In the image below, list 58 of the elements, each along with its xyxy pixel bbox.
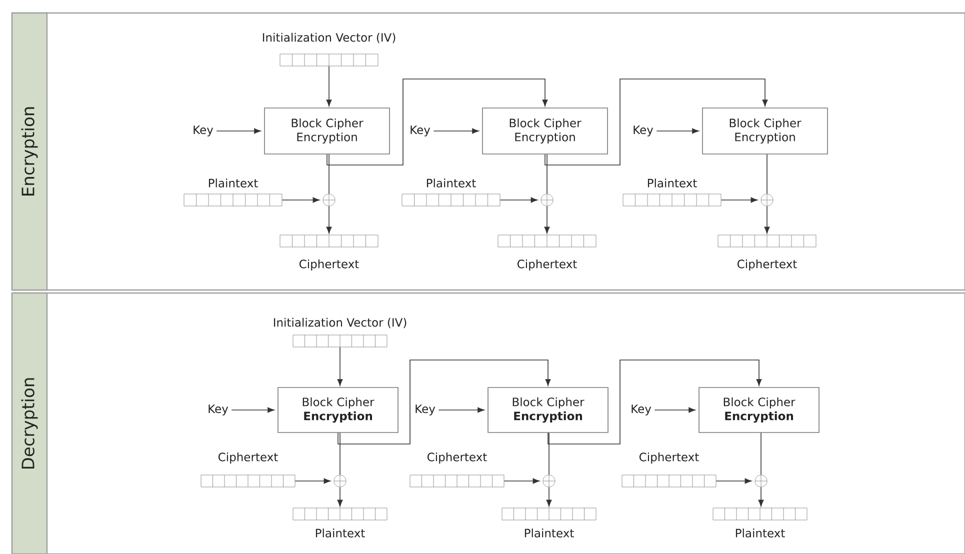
register-label: Ciphertext — [428, 452, 487, 464]
arrow — [500, 197, 538, 203]
arrow — [337, 486, 343, 507]
arrow — [326, 66, 332, 106]
register-label: Plaintext — [316, 528, 365, 538]
register-label: Ciphertext — [518, 259, 577, 271]
register-label: Plaintext — [426, 178, 476, 188]
cipher-box: Block Cipher Encryption — [264, 108, 390, 154]
arrow — [504, 478, 540, 484]
xor-symbol — [334, 474, 346, 488]
key-label: Key — [208, 404, 228, 416]
xor-symbol — [754, 474, 768, 488]
register-label: Initialization Vector (IV) — [274, 318, 406, 328]
arrow — [548, 360, 762, 444]
panel-label: Decryption — [21, 378, 38, 468]
arrow — [438, 407, 484, 413]
arrow — [758, 486, 764, 507]
arrow — [544, 78, 768, 166]
arrow — [282, 197, 320, 203]
cipher-box: Block Cipher Encryption — [698, 387, 820, 433]
register-label: Ciphertext — [300, 259, 359, 271]
arrow — [654, 407, 696, 413]
register-label: Plaintext — [524, 528, 574, 538]
key-label: Key — [194, 126, 214, 136]
arrow — [231, 407, 274, 413]
key-label: Key — [634, 126, 654, 136]
panel-label: Encryption — [21, 107, 38, 196]
arrow — [326, 206, 332, 234]
key-label: Key — [410, 126, 430, 136]
cipher-box: Block Cipher Encryption — [278, 387, 398, 433]
register-label: Ciphertext — [738, 259, 797, 271]
arrow — [656, 128, 699, 134]
register-label: Ciphertext — [640, 452, 699, 464]
cipher-box: Block Cipher Encryption — [482, 108, 608, 154]
cipher-box: Block Cipher Encryption — [702, 108, 828, 154]
xor-symbol — [322, 194, 336, 206]
xor-symbol — [542, 474, 556, 488]
key-label: Key — [416, 404, 436, 416]
register-label: Plaintext — [736, 528, 785, 538]
xor-symbol — [540, 194, 554, 206]
arrow — [544, 206, 550, 234]
register-label: Initialization Vector (IV) — [262, 32, 396, 44]
arrow — [326, 78, 548, 166]
arrow — [546, 486, 552, 507]
arrow — [294, 478, 331, 484]
arrow — [764, 206, 770, 234]
register-label: Plaintext — [208, 178, 258, 188]
arrow — [338, 360, 551, 444]
arrow — [720, 197, 758, 203]
register-label: Ciphertext — [218, 452, 278, 464]
arrow — [716, 478, 752, 484]
arrow — [433, 128, 479, 134]
key-label: Key — [632, 404, 652, 416]
register-label: Plaintext — [648, 178, 697, 188]
arrow — [337, 346, 343, 386]
arrow — [216, 128, 261, 134]
cipher-box: Block Cipher Encryption — [488, 387, 608, 433]
xor-symbol — [760, 194, 774, 206]
